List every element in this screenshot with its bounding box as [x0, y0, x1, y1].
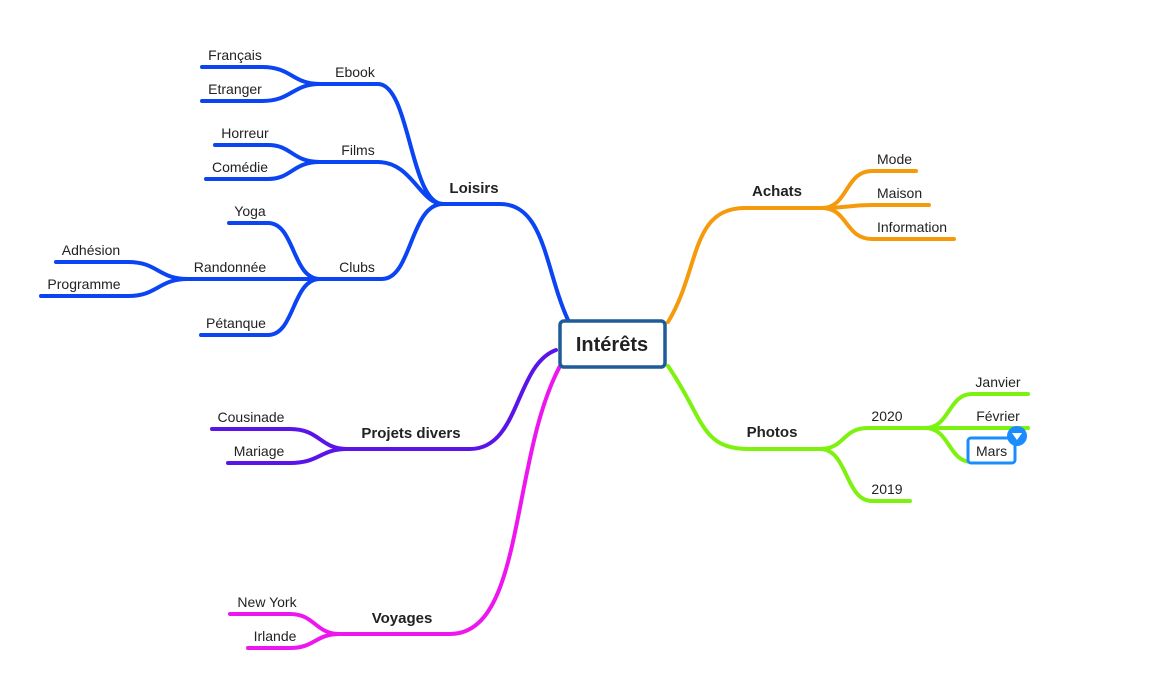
node-mariage[interactable]: Mariage [234, 443, 285, 459]
node-2019[interactable]: 2019 [871, 481, 902, 497]
node-loisirs[interactable]: Loisirs [449, 180, 498, 197]
node-randonnee[interactable]: Randonnée [194, 259, 267, 275]
node-mars[interactable]: Mars [976, 443, 1007, 459]
root-node[interactable]: Intérêts [558, 319, 667, 369]
node-cousinade[interactable]: Cousinade [218, 409, 285, 425]
connector-2020 [818, 426, 927, 451]
node-horreur[interactable]: Horreur [221, 125, 269, 141]
connector-irlande [246, 632, 342, 650]
node-new-york[interactable]: New York [237, 594, 297, 610]
connector-comedie [204, 160, 322, 181]
root-label: Intérêts [576, 334, 648, 356]
connector-achats [666, 206, 824, 324]
node-photos[interactable]: Photos [747, 424, 798, 441]
node-janvier[interactable]: Janvier [975, 374, 1020, 390]
connector-yoga [227, 221, 322, 281]
node-achats[interactable]: Achats [752, 183, 802, 200]
achats-connectors [666, 169, 956, 324]
connector-mariage [226, 447, 349, 465]
node-irlande[interactable]: Irlande [254, 628, 297, 644]
voyages-connectors [228, 364, 562, 650]
connector-voyages [338, 364, 562, 636]
projets-connectors [210, 348, 558, 465]
connector-ebook [318, 82, 445, 206]
node-ebook[interactable]: Ebook [335, 64, 376, 80]
node-programme[interactable]: Programme [47, 276, 120, 292]
node-mode[interactable]: Mode [877, 151, 912, 167]
node-yoga[interactable]: Yoga [234, 203, 266, 219]
connector-loisirs [441, 202, 570, 322]
node-maison[interactable]: Maison [877, 185, 922, 201]
loisirs-connectors [39, 65, 570, 337]
node-petanque[interactable]: Pétanque [206, 315, 266, 331]
node-fevrier[interactable]: Février [976, 408, 1020, 424]
connector-films [318, 160, 445, 206]
connector-maison [820, 203, 931, 210]
connector-petanque [199, 277, 322, 337]
connector-projets [345, 348, 558, 451]
connector-information [820, 206, 956, 241]
selection-box[interactable] [966, 436, 1017, 465]
chevron-down-glyph [1012, 433, 1022, 440]
chevron-down-icon[interactable] [1007, 426, 1027, 446]
connectors [39, 65, 1030, 650]
connector-etranger [200, 82, 322, 103]
node-information[interactable]: Information [877, 219, 947, 235]
node-voyages[interactable]: Voyages [372, 610, 433, 627]
node-etranger[interactable]: Etranger [208, 81, 262, 97]
connector-programme [39, 277, 190, 298]
connector-2019 [818, 447, 912, 503]
node-comedie[interactable]: Comédie [212, 159, 268, 175]
root-node-box[interactable] [558, 319, 667, 369]
node-projets-divers[interactable]: Projets divers [361, 425, 460, 442]
node-films[interactable]: Films [341, 142, 374, 158]
connector-photos [666, 364, 822, 451]
node-francais[interactable]: Français [208, 47, 262, 63]
connector-clubs [318, 202, 445, 281]
node-adhesion[interactable]: Adhésion [62, 242, 120, 258]
node-2020[interactable]: 2020 [871, 408, 902, 424]
node-mars-selected[interactable]: Mars [966, 426, 1027, 465]
node-clubs[interactable]: Clubs [339, 259, 375, 275]
photos-connectors [666, 364, 1030, 503]
